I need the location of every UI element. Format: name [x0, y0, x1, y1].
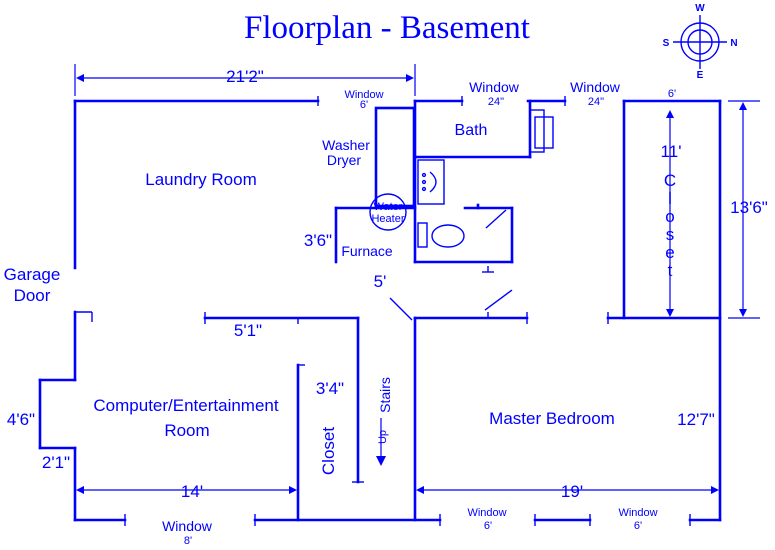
page-title: Floorplan - Basement: [244, 10, 530, 46]
window-laundry-label: Window: [344, 89, 383, 101]
compass-north: N: [730, 38, 737, 49]
window-computer-size: 8': [184, 535, 192, 547]
dim-hall: 5': [374, 272, 387, 291]
stairs-label: Stairs: [377, 377, 393, 413]
compass-south: S: [663, 38, 670, 49]
dim-hall-width: 5'1": [234, 321, 262, 340]
closet-letter: C: [664, 171, 676, 190]
closet-right-label: C l o s e t: [664, 171, 676, 280]
dimension-lines: [74, 64, 760, 494]
wall-ticks: [75, 96, 691, 526]
closet-letter: e: [665, 243, 674, 262]
window-bath-b-size: 24": [588, 96, 604, 108]
dim-closet-top: 6': [668, 88, 676, 100]
compass-east: E: [697, 70, 704, 81]
dim-master-width: 19': [561, 482, 583, 501]
closet-letter: o: [665, 207, 674, 226]
washer-dryer: [374, 106, 416, 208]
window-laundry-size: 6': [360, 99, 368, 111]
compass-west: W: [695, 3, 705, 14]
window-computer-label: Window: [162, 518, 213, 534]
dim-right-height: 13'6": [730, 198, 768, 217]
computer-room-label-1: Computer/Entertainment: [93, 396, 278, 415]
compass-icon: W S N E: [663, 3, 738, 81]
dim-closet-depth: 11': [661, 142, 682, 161]
garage-door-label-2: Door: [14, 286, 51, 305]
furnace-label: Furnace: [341, 243, 393, 259]
window-master-b-label: Window: [618, 507, 657, 519]
dim-top-width: 21'2": [226, 67, 264, 86]
closet-left-label: Closet: [319, 427, 338, 475]
dim-bump-depth: 2'1": [42, 453, 70, 472]
door-swings: [389, 209, 513, 321]
master-bedroom-label: Master Bedroom: [489, 409, 615, 428]
dim-closet-width: 3'4": [316, 379, 344, 398]
dim-master-height: 12'7": [677, 410, 715, 429]
water-heater: [369, 193, 407, 231]
dim-furnace: 3'6": [304, 231, 332, 250]
laundry-room-label: Laundry Room: [145, 170, 257, 189]
window-bath-a-size: 24": [488, 96, 504, 108]
window-master-a-label: Window: [467, 507, 506, 519]
closet-letter: s: [666, 225, 675, 244]
window-master-b-size: 6': [634, 520, 642, 532]
water-heater-label-1: Water: [374, 201, 403, 213]
computer-room-label-2: Room: [164, 421, 209, 440]
window-master-a-size: 6': [484, 520, 492, 532]
dim-computer-width: 14': [181, 482, 203, 501]
garage-door-label-1: Garage: [4, 265, 61, 284]
water-heater-label-2: Heater: [371, 213, 404, 225]
dryer-label: Dryer: [327, 152, 362, 168]
dim-bump-height: 4'6": [7, 410, 35, 429]
stairs-up-label: Up: [377, 430, 389, 444]
washer-label: Washer: [322, 137, 370, 153]
bath-label: Bath: [455, 122, 488, 139]
window-bath-b-label: Window: [570, 79, 621, 95]
closet-letter: l: [668, 189, 672, 208]
walls: [38, 99, 722, 522]
window-bath-a-label: Window: [469, 79, 520, 95]
closet-letter: t: [668, 261, 673, 280]
bath-fixtures: [417, 109, 554, 248]
